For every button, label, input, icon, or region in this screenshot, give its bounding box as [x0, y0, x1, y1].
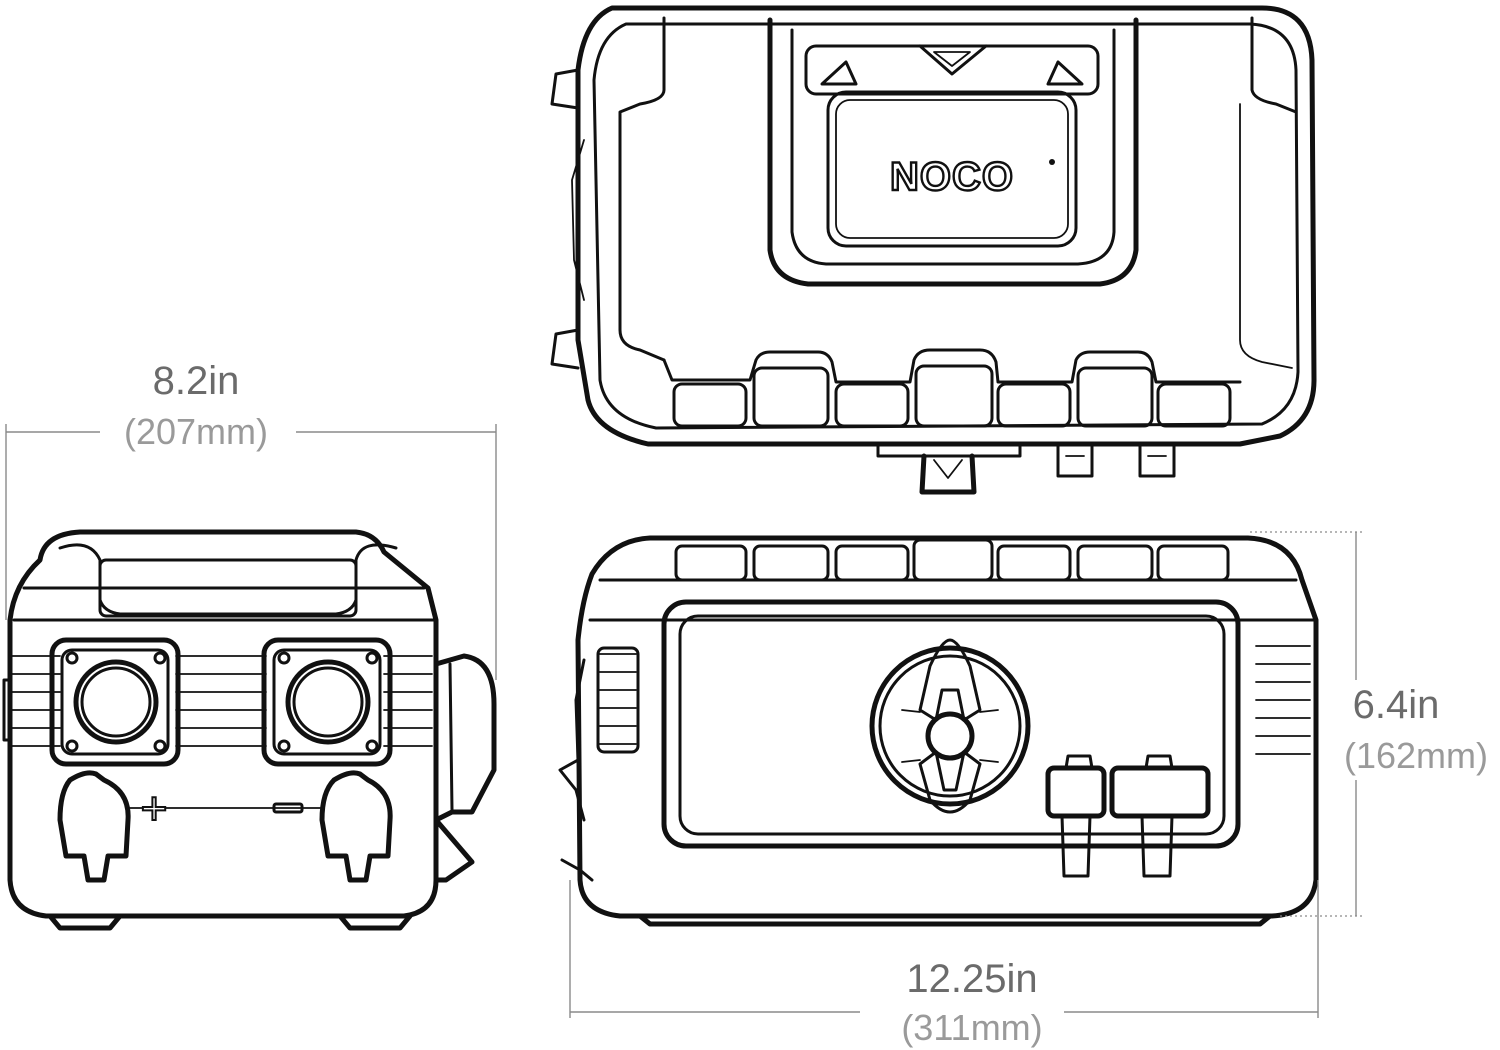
side-view: + [2, 529, 497, 931]
front-view [558, 535, 1319, 927]
dimension-depth: 8.2in (207mm) [5, 359, 497, 680]
brand-logo: NOCO [890, 155, 1014, 199]
dimension-width: 12.25in (311mm) [569, 880, 1319, 1048]
height-imperial-label: 6.4in [1353, 683, 1440, 727]
width-metric-label: (311mm) [901, 1007, 1042, 1048]
height-metric-label: (162mm) [1344, 735, 1488, 776]
top-view: NOCO [550, 5, 1317, 495]
depth-metric-label: (207mm) [124, 411, 268, 452]
dimension-height: 6.4in (162mm) [1250, 531, 1488, 917]
width-imperial-label: 12.25in [906, 957, 1037, 1001]
positive-terminal-symbol: + [141, 782, 168, 834]
depth-imperial-label: 8.2in [153, 359, 240, 403]
